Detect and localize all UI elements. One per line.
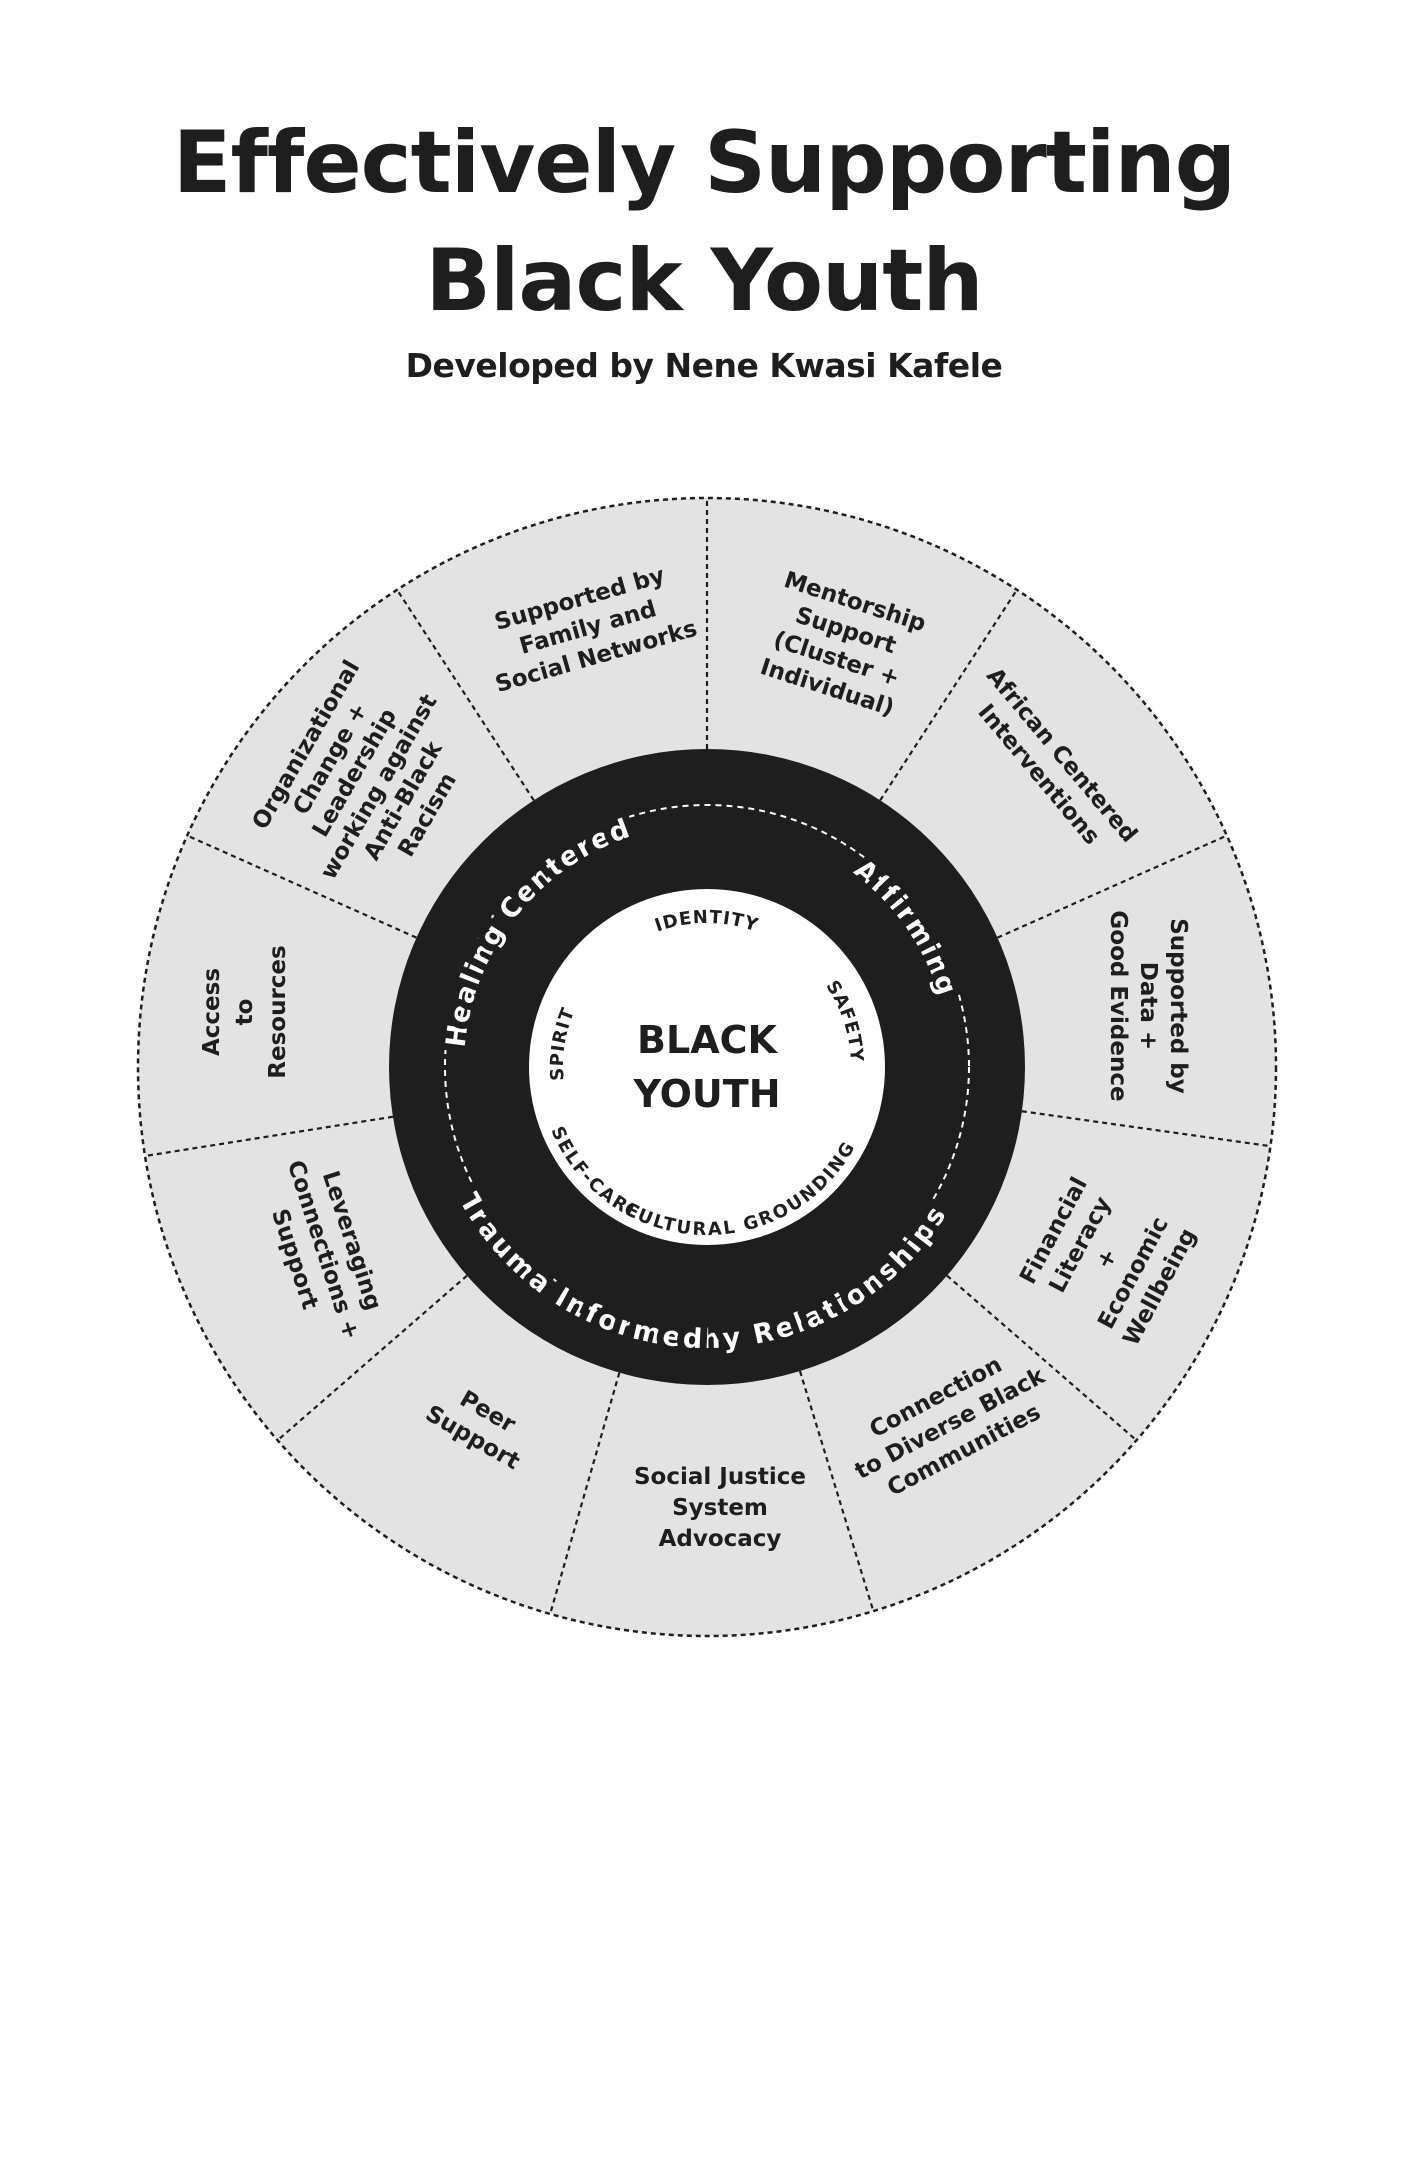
segment-divider: [549, 1372, 621, 1615]
segment-label-line: Social Justice: [634, 1464, 806, 1490]
segment-label-line: Access: [199, 968, 225, 1056]
segment-divider: [1021, 1110, 1271, 1148]
page-title: Effectively Supporting Black Youth: [0, 104, 1408, 340]
segment-label-line: System: [672, 1495, 768, 1521]
segment-divider: [879, 589, 1018, 801]
segment-label-line: Supported by: [1165, 918, 1191, 1094]
segment-label-line: Resources: [265, 945, 291, 1078]
segment-divider: [186, 834, 417, 939]
inner-white-circle: [529, 889, 885, 1245]
segment-label-line: to: [232, 999, 258, 1026]
ring-dashed-track: [444, 804, 970, 1330]
subtitle: Developed by Nene Kwasi Kafele: [405, 346, 1003, 385]
segment-label-line: Advocacy: [659, 1526, 782, 1552]
title-line-2: Black Youth: [425, 231, 983, 331]
segment-divider: [276, 1274, 468, 1442]
segment-label-line: Data +: [1135, 962, 1161, 1050]
segment-divider: [946, 1274, 1138, 1442]
segment-divider: [997, 834, 1228, 939]
segment-label-line: Good Evidence: [1105, 910, 1131, 1101]
segment-divider: [798, 1370, 875, 1612]
segment-access-to-resources: Access to Resources: [199, 945, 291, 1078]
center-label-line-2: YOUTH: [632, 1072, 780, 1116]
title-line-1: Effectively Supporting: [172, 113, 1237, 213]
center-label-line-1: BLACK: [637, 1018, 778, 1062]
segment-divider: [396, 589, 535, 801]
segment-divider: [144, 1115, 394, 1158]
